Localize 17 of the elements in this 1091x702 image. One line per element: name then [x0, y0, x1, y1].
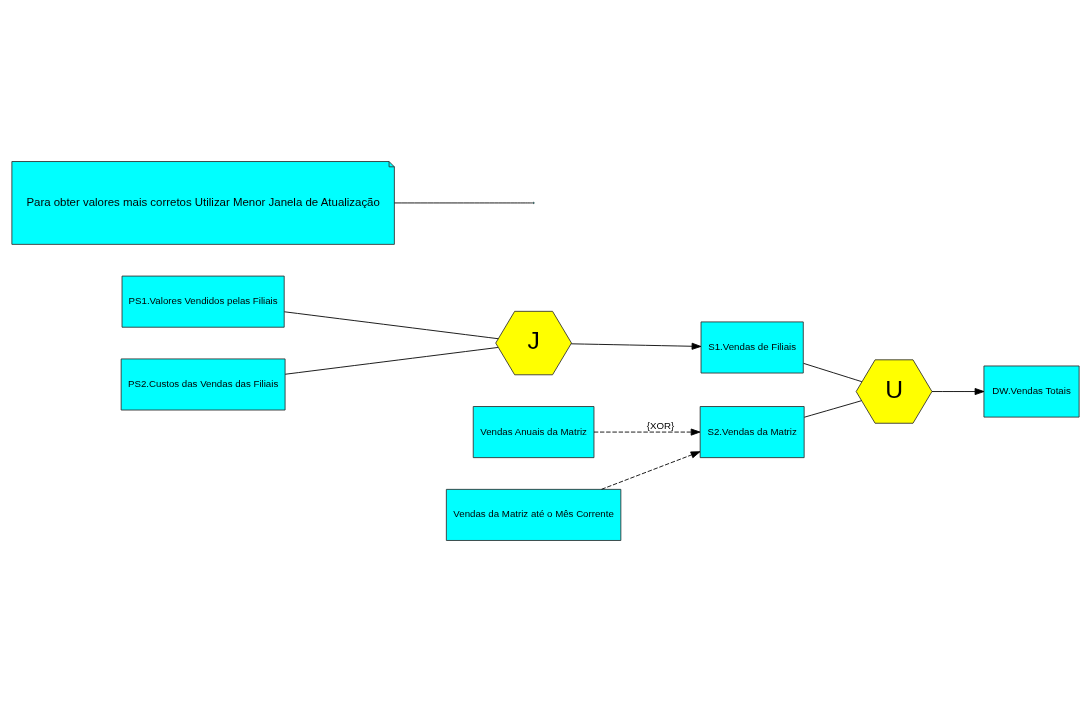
edge-label: {XOR} — [646, 420, 675, 432]
connector — [284, 311, 499, 340]
node-box: Vendas Anuais da Matriz — [472, 406, 595, 459]
connector — [803, 400, 862, 418]
connector — [803, 362, 863, 383]
node-box: DW.Vendas Totais — [983, 365, 1080, 418]
node-box: Vendas da Matriz até o Mês Corrente — [445, 488, 622, 541]
node-box: PS2.Custos das Vendas das Filiais — [120, 358, 286, 411]
arrow — [931, 388, 985, 396]
node-box: S2.Vendas da Matriz — [699, 406, 805, 459]
arrow — [601, 451, 701, 490]
connector — [394, 202, 534, 204]
arrow — [570, 342, 702, 350]
arrow — [593, 428, 701, 436]
connector — [284, 347, 499, 375]
node-box: PS1.Valores Vendidos pelas Filiais — [121, 275, 285, 328]
node-box: S1.Vendas de Filiais — [700, 321, 804, 374]
